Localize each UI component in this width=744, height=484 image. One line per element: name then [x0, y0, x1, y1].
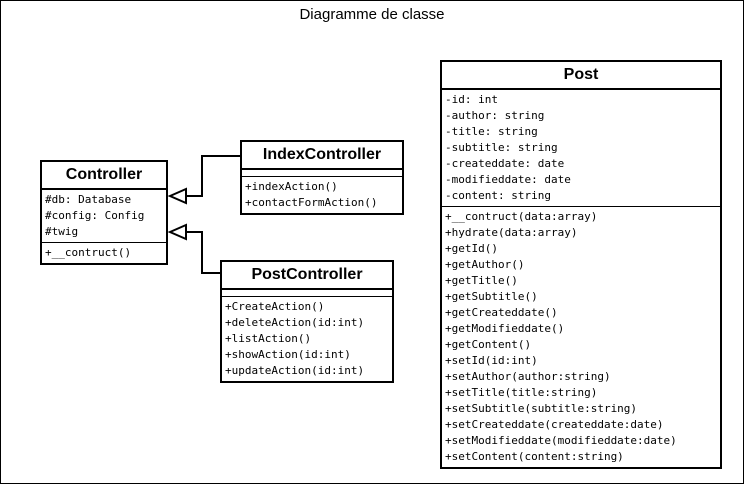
operation: +hydrate(data:array) [445, 226, 578, 239]
attribute: #twig [45, 225, 79, 238]
operation: +setContent(content:string) [445, 450, 624, 463]
class-name: PostController [222, 262, 392, 290]
operation: +setCreateddate(createddate:date) [445, 418, 664, 431]
operation: +setId(id:int) [445, 354, 538, 367]
class-controller[interactable]: Controller #db: Database #config: Config… [40, 160, 168, 265]
class-post[interactable]: Post -id: int -author: string -title: st… [440, 60, 722, 469]
attribute: -author: string [445, 109, 545, 122]
diagram-title: Diagramme de classe [299, 6, 445, 23]
operation: +showAction(id:int) [225, 348, 351, 361]
operation: +setSubtitle(subtitle:string) [445, 402, 638, 415]
operation: +getAuthor() [445, 258, 525, 271]
attributes-section [242, 170, 402, 177]
attribute: #db: Database [45, 193, 132, 206]
index-controller-generalization-arrow [167, 187, 187, 205]
operation: +contactFormAction() [245, 196, 378, 209]
attributes-section: -id: int -author: string -title: string … [442, 90, 720, 207]
class-index-controller[interactable]: IndexController +indexAction() +contactF… [240, 140, 404, 215]
class-name: Controller [42, 162, 166, 190]
attributes-section [222, 290, 392, 297]
attribute: -title: string [445, 125, 538, 138]
attribute: -content: string [445, 189, 551, 202]
operation: +__contruct() [45, 246, 132, 259]
attribute: -id: int [445, 93, 498, 106]
attribute: #config: Config [45, 209, 145, 222]
operation: +getId() [445, 242, 498, 255]
operations-section: +__contruct(data:array) +hydrate(data:ar… [442, 207, 720, 467]
index-controller-generalization-line [186, 155, 242, 197]
operation: +setAuthor(author:string) [445, 370, 611, 383]
operation: +getContent() [445, 338, 532, 351]
operation: +indexAction() [245, 180, 338, 193]
operation: +CreateAction() [225, 300, 325, 313]
operation: +setTitle(title:string) [445, 386, 598, 399]
operation: +getModifieddate() [445, 322, 565, 335]
operation: +getTitle() [445, 274, 518, 287]
attribute: -createddate: date [445, 157, 565, 170]
operation: +listAction() [225, 332, 312, 345]
operations-section: +CreateAction() +deleteAction(id:int) +l… [222, 297, 392, 381]
operation: +deleteAction(id:int) [225, 316, 365, 329]
operation: +__contruct(data:array) [445, 210, 598, 223]
class-name: Post [442, 62, 720, 90]
attribute: -modifieddate: date [445, 173, 571, 186]
post-controller-generalization-line [186, 231, 222, 274]
post-controller-generalization-arrow [167, 223, 187, 241]
attribute: -subtitle: string [445, 141, 558, 154]
operation: +setModifieddate(modifieddate:date) [445, 434, 677, 447]
operation: +getCreateddate() [445, 306, 558, 319]
operation: +updateAction(id:int) [225, 364, 365, 377]
attributes-section: #db: Database #config: Config #twig [42, 190, 166, 243]
operations-section: +indexAction() +contactFormAction() [242, 177, 402, 213]
operations-section: +__contruct() [42, 243, 166, 263]
operation: +getSubtitle() [445, 290, 538, 303]
class-name: IndexController [242, 142, 402, 170]
class-post-controller[interactable]: PostController +CreateAction() +deleteAc… [220, 260, 394, 383]
